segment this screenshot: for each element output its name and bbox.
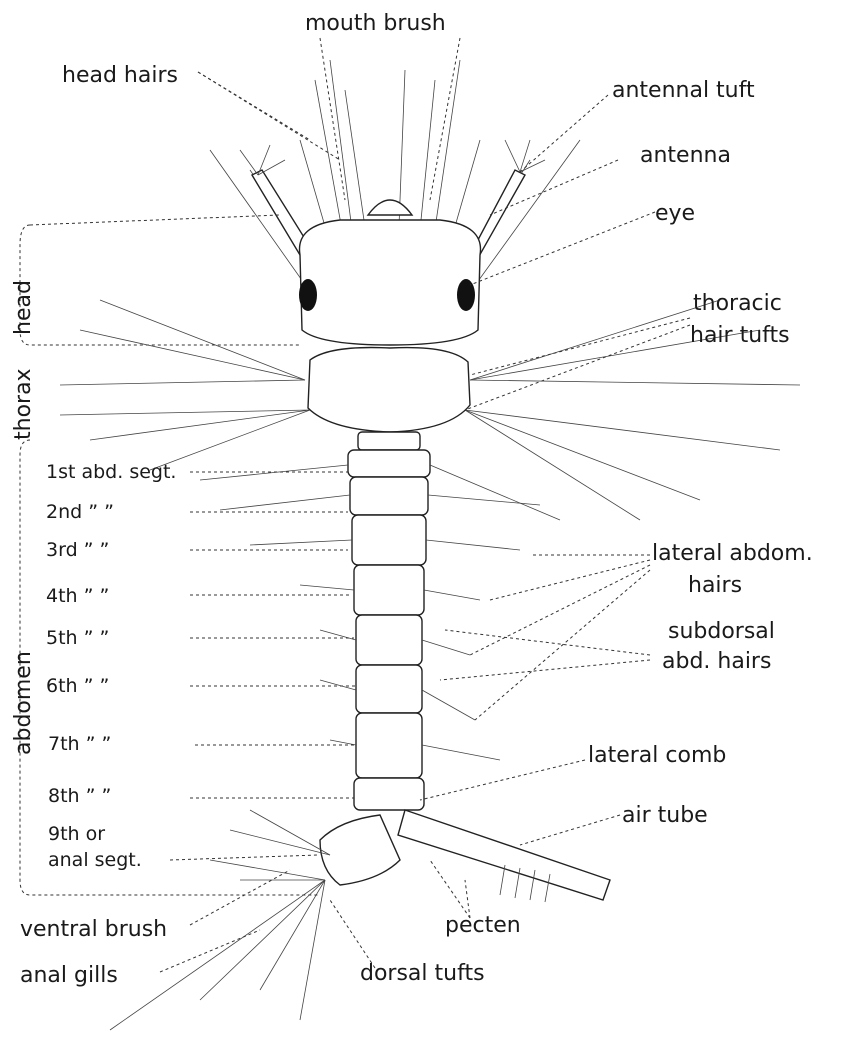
right-eye bbox=[457, 279, 475, 311]
label-abdomen: abdomen bbox=[11, 651, 36, 755]
air-tube-shape bbox=[398, 810, 610, 900]
label-head-hairs: head hairs bbox=[62, 63, 178, 88]
label-seg8: 8th ” ” bbox=[48, 785, 111, 807]
label-mouth-brush: mouth brush bbox=[305, 11, 446, 36]
mouth-brush-shape bbox=[368, 200, 412, 215]
label-seg3: 3rd ” ” bbox=[46, 539, 109, 561]
label-seg9-line1: 9th or bbox=[48, 823, 105, 845]
label-subdorsal-hairs: abd. hairs bbox=[662, 649, 771, 674]
label-lateral-comb: lateral comb bbox=[588, 743, 726, 768]
label-ventral-brush: ventral brush bbox=[20, 917, 167, 942]
label-lateral-abdom-hairs: hairs bbox=[688, 573, 742, 598]
label-hair-tufts: hair tufts bbox=[690, 323, 790, 348]
label-air-tube: air tube bbox=[622, 803, 708, 828]
label-subdorsal: subdorsal bbox=[668, 619, 775, 644]
label-antennal-tuft: antennal tuft bbox=[612, 78, 755, 103]
label-seg7: 7th ” ” bbox=[48, 733, 111, 755]
label-anal-gills: anal gills bbox=[20, 963, 118, 988]
label-dorsal-tufts: dorsal tufts bbox=[360, 961, 485, 986]
label-thorax: thorax bbox=[11, 368, 36, 440]
left-eye bbox=[299, 279, 317, 311]
label-head: head bbox=[11, 280, 36, 335]
label-seg2: 2nd ” ” bbox=[46, 501, 114, 523]
label-seg5: 5th ” ” bbox=[46, 627, 109, 649]
label-seg4: 4th ” ” bbox=[46, 585, 109, 607]
label-seg9-line2: anal segt. bbox=[48, 849, 142, 871]
head-capsule bbox=[300, 220, 481, 345]
label-pecten: pecten bbox=[445, 913, 521, 938]
label-seg6: 6th ” ” bbox=[46, 675, 109, 697]
label-antenna: antenna bbox=[640, 143, 731, 168]
label-seg1: 1st abd. segt. bbox=[46, 461, 176, 483]
label-thoracic: thoracic bbox=[693, 291, 782, 316]
label-lateral-abdom: lateral abdom. bbox=[652, 541, 813, 566]
thorax-shape bbox=[308, 348, 470, 433]
abdominal-segments bbox=[348, 432, 430, 810]
label-eye: eye bbox=[655, 201, 695, 226]
anal-segment-shape bbox=[320, 815, 400, 885]
